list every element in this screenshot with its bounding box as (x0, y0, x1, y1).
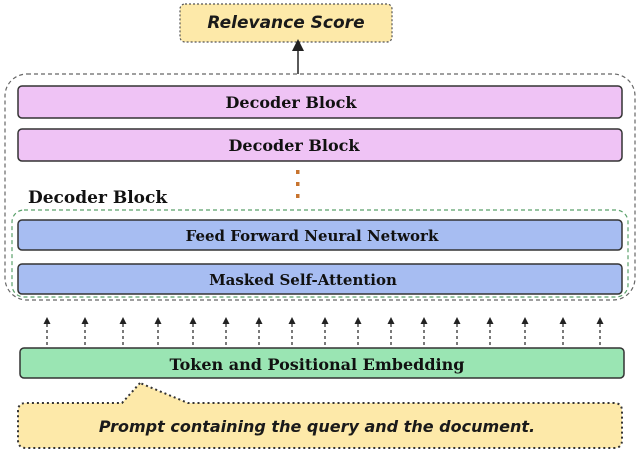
input-arrow-head (222, 317, 230, 324)
input-arrow-head (321, 317, 329, 324)
ellipsis-dots (296, 170, 300, 198)
prompt-callout: Prompt containing the query and the docu… (17, 381, 623, 449)
feed-forward-layer: Feed Forward Neural Network (17, 219, 623, 251)
input-arrow-head (154, 317, 162, 324)
decoder-stack-container (4, 73, 636, 301)
decoder-block-2: Decoder Block (17, 128, 623, 162)
input-arrow-head (288, 317, 296, 324)
input-arrow-head (354, 317, 362, 324)
decoder-block-1: Decoder Block (17, 85, 623, 119)
input-arrow-head (81, 317, 89, 324)
embedding-layer: Token and Positional Embedding (19, 347, 625, 379)
relevance-score-box: Relevance Score (179, 3, 393, 43)
masked-self-attention-layer: Masked Self-Attention (17, 263, 623, 295)
relevance-score-label: Relevance Score (207, 13, 364, 33)
input-arrow-head (189, 317, 197, 324)
masked-self-attention-label: Masked Self-Attention (209, 271, 397, 289)
input-arrow-head (420, 317, 428, 324)
decoder-block-1-label: Decoder Block (226, 93, 358, 112)
prompt-label: Prompt containing the query and the docu… (99, 417, 535, 436)
embedding-label: Token and Positional Embedding (170, 355, 465, 374)
decoder-block-detail-container (11, 209, 629, 298)
input-arrow-head (596, 317, 604, 324)
input-arrow-head (255, 317, 263, 324)
input-arrow-head (559, 317, 567, 324)
feed-forward-label: Feed Forward Neural Network (186, 227, 439, 245)
input-arrow-head (43, 317, 51, 324)
input-arrow-head (453, 317, 461, 324)
input-arrow-head (387, 317, 395, 324)
input-arrows (43, 317, 604, 345)
input-arrow-head (119, 317, 127, 324)
decoder-block-2-label: Decoder Block (229, 136, 361, 155)
decoder-block-detail-title: Decoder Block (28, 188, 168, 208)
input-arrow-head (486, 317, 494, 324)
input-arrow-head (521, 317, 529, 324)
